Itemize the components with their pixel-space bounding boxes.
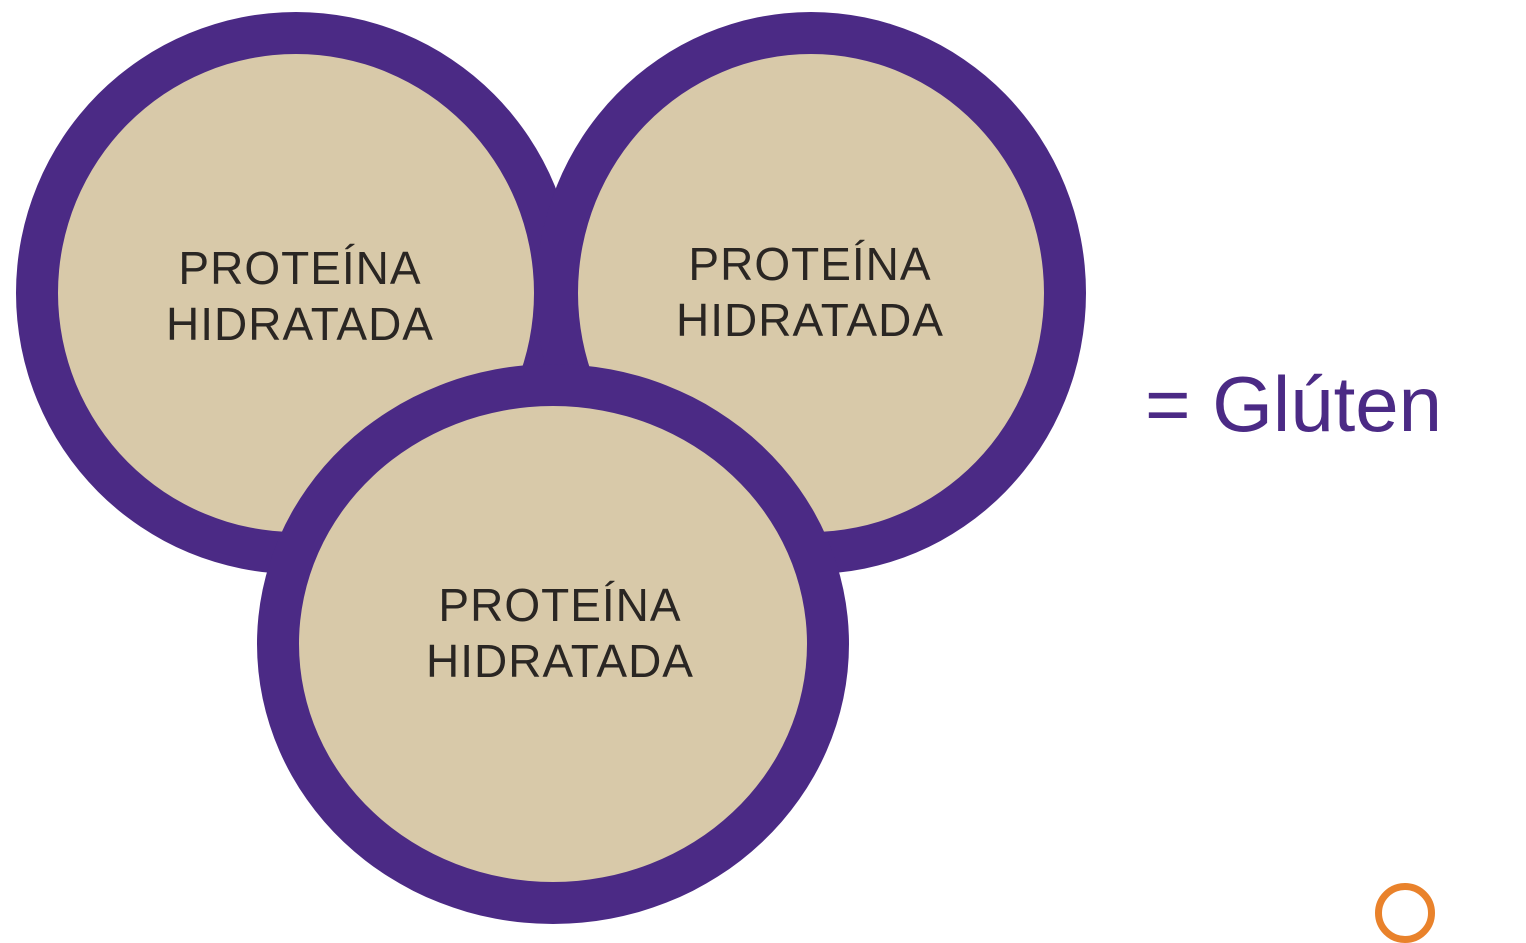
protein-label-bottom: PROTEÍNA HIDRATADA — [400, 577, 720, 689]
protein-label-right: PROTEÍNA HIDRATADA — [650, 236, 970, 348]
protein-label-left: PROTEÍNA HIDRATADA — [140, 240, 460, 352]
gluten-result-label: = Glúten — [1145, 360, 1443, 448]
protein-label-left-line2: HIDRATADA — [166, 298, 434, 350]
protein-label-right-line1: PROTEÍNA — [688, 238, 932, 290]
protein-label-bottom-line2: HIDRATADA — [426, 635, 694, 687]
orange-ring-icon — [1375, 883, 1435, 943]
protein-label-bottom-line1: PROTEÍNA — [438, 579, 682, 631]
protein-label-right-line2: HIDRATADA — [676, 294, 944, 346]
protein-label-left-line1: PROTEÍNA — [178, 242, 422, 294]
protein-gluten-diagram: PROTEÍNA HIDRATADA PROTEÍNA HIDRATADA PR… — [16, 12, 1443, 943]
